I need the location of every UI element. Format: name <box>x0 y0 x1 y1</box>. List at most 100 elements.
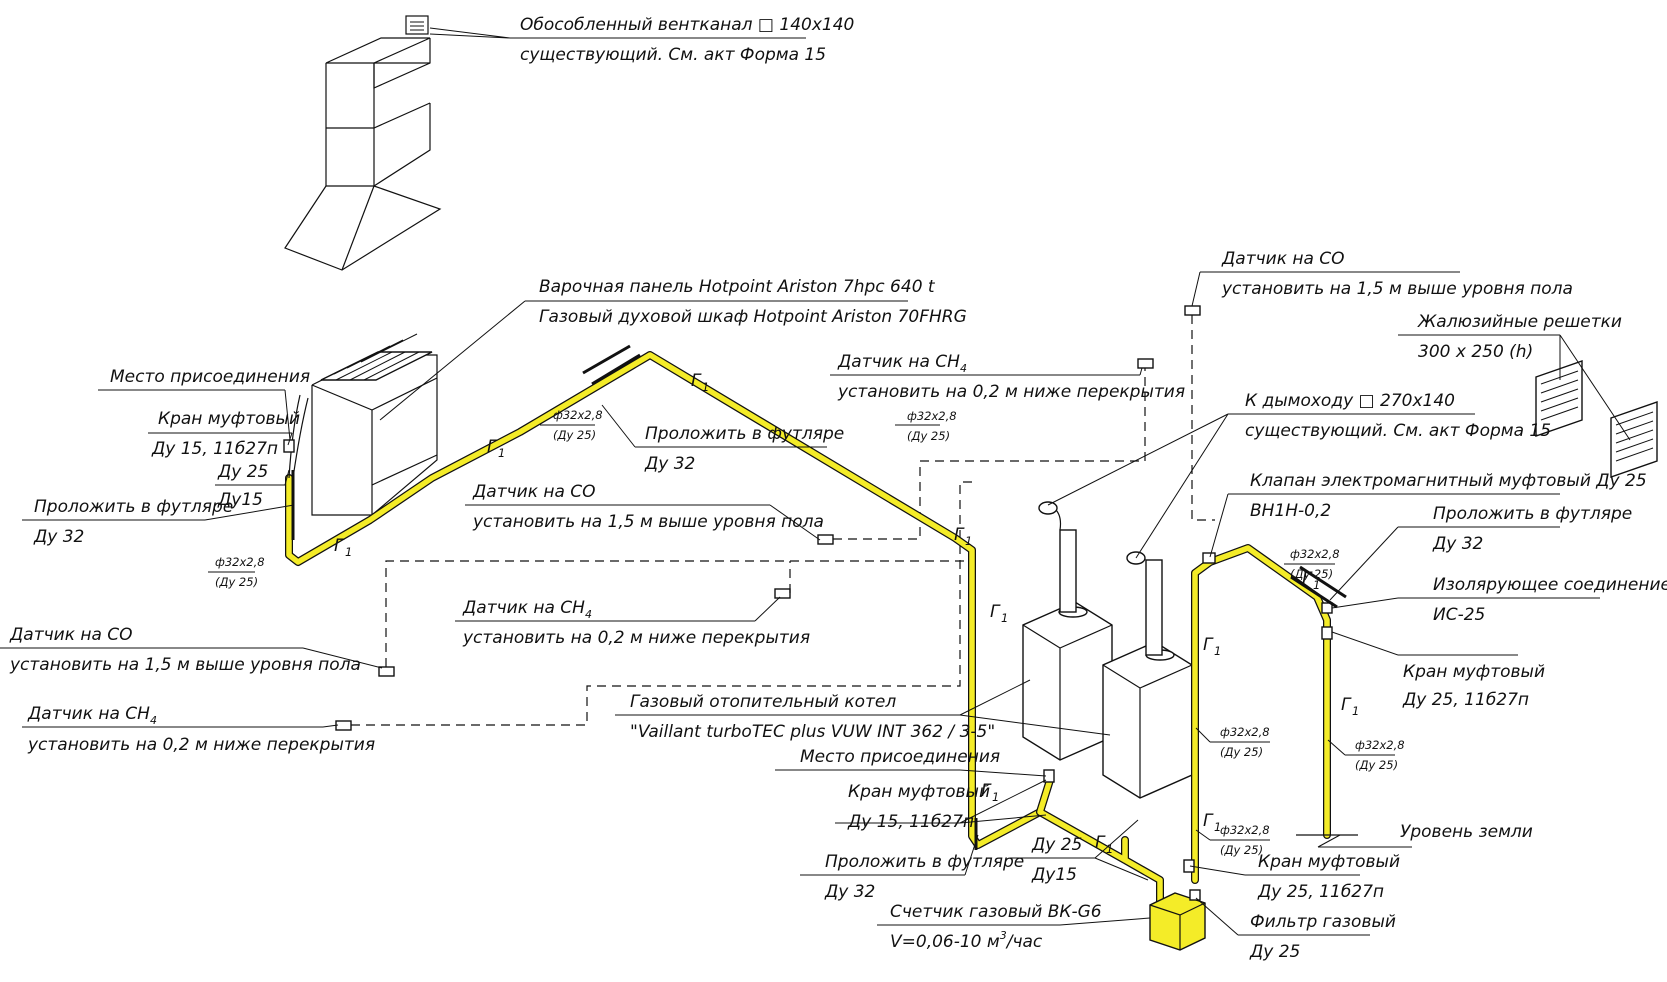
svg-text:Обособленный вентканал □ 140х1: Обособленный вентканал □ 140х140 <box>520 15 854 35</box>
label-du25-du15-2: Ду 25 Ду15 <box>1031 835 1082 885</box>
svg-text:1: 1 <box>1214 644 1221 658</box>
svg-text:К дымоходу □ 270х140: К дымоходу □ 270х140 <box>1245 391 1455 411</box>
svg-text:Кран муфтовый: Кран муфтовый <box>848 782 990 802</box>
label-co-sensor-right: Датчик на СО установить на 1,5 м выше ур… <box>1221 249 1573 299</box>
label-louvres: Жалюзийные решетки 300 х 250 (h) <box>1417 312 1622 362</box>
svg-text:Г: Г <box>1203 635 1214 655</box>
svg-text:1: 1 <box>965 534 972 548</box>
svg-text:ф32х2,8: ф32х2,8 <box>553 408 603 422</box>
svg-text:1: 1 <box>345 545 352 559</box>
svg-text:Ду 25, 11б27п: Ду 25, 11б27п <box>1257 882 1384 902</box>
pipe-spec-4: ф32х2,8 (Ду 25) <box>1290 547 1340 581</box>
svg-text:Ду 32: Ду 32 <box>824 882 875 902</box>
svg-text:1: 1 <box>992 790 999 804</box>
svg-text:Газовый отопительный котел: Газовый отопительный котел <box>630 692 896 712</box>
svg-text:Датчик на СО: Датчик на СО <box>1221 249 1345 269</box>
pipe-spec-3: ф32х2,8 (Ду 25) <box>907 409 957 443</box>
valve-stove <box>283 439 295 453</box>
label-meter: Счетчик газовый ВК-G6 V=0,06-10 м3/час <box>890 902 1102 952</box>
svg-text:Ду 15, 11б27п: Ду 15, 11б27п <box>151 439 278 459</box>
svg-text:Фильтр газовый: Фильтр газовый <box>1250 912 1396 932</box>
label-stove: Варочная панель Hotpoint Ariston 7hpc 64… <box>539 277 967 327</box>
svg-text:(Ду 25): (Ду 25) <box>1290 567 1333 581</box>
svg-text:Г: Г <box>1341 695 1352 715</box>
svg-text:Г: Г <box>691 371 702 391</box>
svg-text:1: 1 <box>1001 611 1008 625</box>
svg-text:Ду 32: Ду 32 <box>644 454 695 474</box>
valve-meter <box>1183 859 1195 873</box>
vent-hood <box>284 15 442 271</box>
svg-text:Ду 25: Ду 25 <box>1249 942 1300 962</box>
svg-text:ИС-25: ИС-25 <box>1433 605 1485 625</box>
svg-text:(Ду 25): (Ду 25) <box>215 575 258 589</box>
svg-text:установить на 1,5 м выше уровн: установить на 1,5 м выше уровня пола <box>1221 279 1573 299</box>
label-valve-bottom: Кран муфтовый Ду 25, 11б27п <box>1257 852 1400 902</box>
louvre-2 <box>1610 401 1658 478</box>
svg-text:Проложить в футляре: Проложить в футляре <box>1433 504 1632 524</box>
gas-meter <box>1149 892 1206 951</box>
svg-text:ф32х2,8: ф32х2,8 <box>1290 547 1340 561</box>
co-sensor-mid <box>817 534 834 545</box>
label-conn-place-2: Место присоединения <box>800 747 1000 767</box>
label-insulating-joint: Изолярующее соединение ИС-25 <box>1433 575 1667 625</box>
svg-text:существующий. См. акт Форма 15: существующий. См. акт Форма 15 <box>520 45 826 65</box>
label-boiler: Газовый отопительный котел "Vaillant tur… <box>630 692 995 742</box>
svg-text:1: 1 <box>498 446 505 460</box>
svg-text:1: 1 <box>702 380 709 394</box>
svg-text:Ду15: Ду15 <box>217 490 263 510</box>
svg-text:существующий. См. акт Форма 15: существующий. См. акт Форма 15 <box>1245 421 1551 441</box>
svg-text:(Ду 25): (Ду 25) <box>553 428 596 442</box>
svg-text:установить на 1,5 м выше уровн: установить на 1,5 м выше уровня пола <box>9 655 361 675</box>
svg-text:Кран муфтовый: Кран муфтовый <box>1258 852 1400 872</box>
svg-text:Датчик на СН4: Датчик на СН4 <box>837 352 967 375</box>
svg-text:Датчик на СН4: Датчик на СН4 <box>27 704 157 727</box>
svg-text:Ду 32: Ду 32 <box>1432 534 1483 554</box>
svg-text:установить на 0,2 м ниже перек: установить на 0,2 м ниже перекрытия <box>27 735 375 755</box>
svg-text:ф32х2,8: ф32х2,8 <box>215 555 265 569</box>
svg-text:Датчик на СН4: Датчик на СН4 <box>462 598 592 621</box>
label-valve-2: Кран муфтовый Ду 15, 11б27п <box>847 782 990 832</box>
svg-text:(Ду 25): (Ду 25) <box>1220 745 1263 759</box>
label-ground-level: Уровень земли <box>1400 822 1533 842</box>
svg-text:Датчик на СО: Датчик на СО <box>9 625 133 645</box>
label-sleeve-top: Проложить в футляре Ду 32 <box>644 424 844 474</box>
svg-text:установить на 0,2 м ниже перек: установить на 0,2 м ниже перекрытия <box>837 382 1185 402</box>
label-sleeve-bottom: Проложить в футляре Ду 32 <box>824 852 1024 902</box>
svg-text:Проложить в футляре: Проложить в футляре <box>645 424 844 444</box>
svg-text:Проложить в футляре: Проложить в футляре <box>34 497 233 517</box>
label-ch4-sensor-mid: Датчик на СН4 установить на 0,2 м ниже п… <box>462 598 810 648</box>
boiler-1 <box>1022 501 1113 761</box>
pipe-spec-5: ф32х2,8 (Ду 25) <box>1220 725 1270 759</box>
svg-text:1: 1 <box>1313 578 1320 592</box>
svg-text:Г: Г <box>334 536 345 556</box>
label-co-sensor-left: Датчик на СО установить на 1,5 м выше ур… <box>9 625 361 675</box>
fittings <box>283 439 1333 901</box>
svg-text:V=0,06-10 м3/час: V=0,06-10 м3/час <box>890 929 1043 952</box>
svg-text:ф32х2,8: ф32х2,8 <box>1220 725 1270 739</box>
pipe-spec-6: ф32х2,8 (Ду 25) <box>1220 823 1270 857</box>
svg-text:Проложить в футляре: Проложить в футляре <box>825 852 1024 872</box>
co-sensor-right <box>1184 305 1201 316</box>
label-ch4-sensor-top: Датчик на СН4 установить на 0,2 м ниже п… <box>837 352 1185 402</box>
label-ch4-sensor-left: Датчик на СН4 установить на 0,2 м ниже п… <box>27 704 375 755</box>
svg-text:1: 1 <box>1106 842 1113 856</box>
louvre-1 <box>1535 360 1583 437</box>
label-sleeve-right: Проложить в футляре Ду 32 <box>1432 504 1632 554</box>
svg-text:Ду 25: Ду 25 <box>1031 835 1082 855</box>
pipe-spec-7: ф32х2,8 (Ду 25) <box>1355 738 1405 772</box>
label-solenoid-valve: Клапан электромагнитный муфтовый Ду 25 В… <box>1250 471 1647 521</box>
valve-right <box>1321 626 1333 640</box>
leaders <box>0 27 1631 936</box>
svg-text:Газовый духовой шкаф Hotpoint: Газовый духовой шкаф Hotpoint Ariston 70… <box>539 307 967 327</box>
ch4-sensor-mid <box>774 588 791 599</box>
